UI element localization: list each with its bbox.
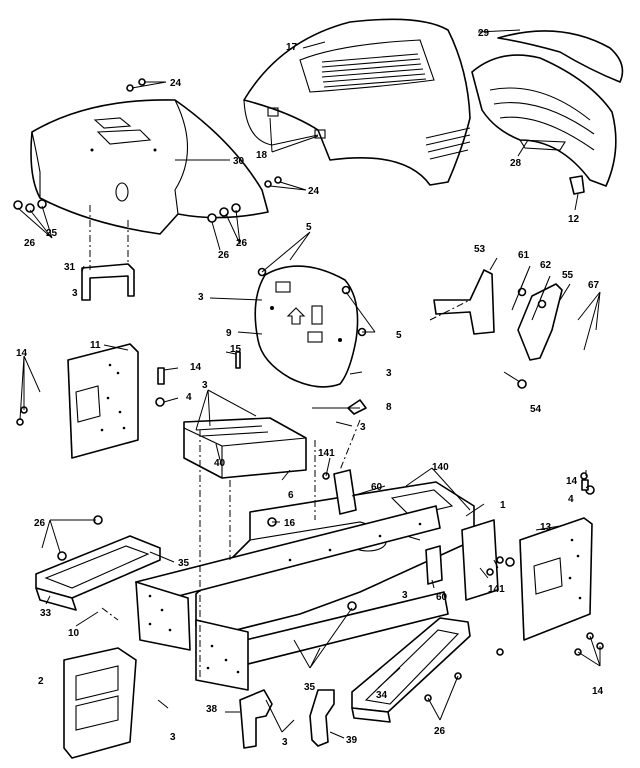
leader-lines: [17, 29, 601, 739]
panel-part-2: [63, 647, 137, 759]
hood-part-17: [243, 18, 471, 186]
plate-part-140: [333, 469, 499, 601]
callout-67: 67: [588, 280, 600, 291]
callout-38: 38: [206, 704, 218, 715]
callout-39: 39: [346, 735, 358, 746]
callout-34: 34: [376, 690, 388, 701]
side-panel-part-11: [67, 343, 139, 459]
callout-30: 30: [233, 156, 245, 167]
callout-3: 3: [72, 288, 78, 299]
callout-5-b: 5: [396, 330, 402, 341]
hardware: [13, 78, 604, 702]
callout-60: 60: [371, 482, 383, 493]
callout-3-g: 3: [282, 737, 288, 748]
callout-14-b: 14: [190, 362, 202, 373]
callout-6: 6: [288, 490, 294, 501]
callout-35: 35: [178, 558, 190, 569]
callout-26-b: 26: [218, 250, 230, 261]
frame-rail-right: [195, 591, 449, 691]
callout-26-c: 26: [236, 238, 248, 249]
callout-55: 55: [562, 270, 574, 281]
callout-35-b: 35: [304, 682, 316, 693]
callout-1: 1: [500, 500, 506, 511]
callout-14-c: 14: [566, 476, 578, 487]
dash-panel-part-9: [254, 265, 359, 388]
callout-8: 8: [386, 402, 392, 413]
callout-10: 10: [68, 628, 80, 639]
callout-40: 40: [214, 458, 226, 469]
callout-16: 16: [284, 518, 296, 529]
callout-4-b: 4: [568, 494, 574, 505]
callout-3-d: 3: [202, 380, 208, 391]
callout-12: 12: [568, 214, 580, 225]
callout-5: 5: [306, 222, 312, 233]
callout-18: 18: [256, 150, 268, 161]
callout-60-b: 60: [436, 592, 448, 603]
bracket-part-53: [433, 269, 495, 335]
callout-4: 4: [186, 392, 192, 403]
callout-13: 13: [540, 522, 552, 533]
callout-61: 61: [518, 250, 530, 261]
footrest-part-34: [351, 617, 471, 723]
callout-28: 28: [510, 158, 522, 169]
callout-2: 2: [38, 676, 44, 687]
rear-fender-part-30: [30, 99, 269, 235]
callout-17: 17: [286, 42, 298, 53]
callout-24: 24: [170, 78, 182, 89]
callout-14-d: 14: [592, 686, 604, 697]
callout-24-b: 24: [308, 186, 320, 197]
bracket-part-38: [239, 689, 273, 749]
fender-bracket-part-31: [81, 263, 135, 301]
bracket-part-55: [517, 283, 563, 361]
callout-3-f: 3: [170, 732, 176, 743]
callout-26: 26: [24, 238, 36, 249]
frame-rail-left: [135, 505, 441, 651]
battery-tray-part-6: [183, 417, 307, 479]
callout-labels: 24 30 17 18 29 28 12 24 26 25 26 26 5 5 …: [16, 28, 604, 748]
frame-holes: [148, 522, 422, 674]
callout-26-e: 26: [434, 726, 446, 737]
callout-141: 141: [318, 448, 335, 459]
callout-33: 33: [40, 608, 52, 619]
clip-part-12: [569, 175, 585, 195]
bracket-part-60: [425, 545, 443, 585]
callout-140: 140: [432, 462, 449, 473]
callout-15: 15: [230, 344, 242, 355]
callout-3-c: 3: [386, 368, 392, 379]
hood-trim-part-29: [497, 30, 624, 83]
callout-9: 9: [226, 328, 232, 339]
assembly-lines: [89, 205, 471, 680]
callout-62: 62: [540, 260, 552, 271]
side-panel-part-13: [519, 517, 593, 641]
callout-3-e: 3: [360, 422, 366, 433]
callout-14: 14: [16, 348, 28, 359]
callout-29: 29: [478, 28, 490, 39]
callout-3-h: 3: [402, 590, 408, 601]
callout-11: 11: [90, 340, 101, 351]
callout-31: 31: [64, 262, 76, 273]
footrest-part-33: [35, 535, 161, 611]
callout-141-b: 141: [488, 584, 505, 595]
callout-3-b: 3: [198, 292, 204, 303]
callout-54: 54: [530, 404, 542, 415]
bracket-part-39: [309, 689, 335, 747]
callout-26-d: 26: [34, 518, 46, 529]
callout-53: 53: [474, 244, 486, 255]
callout-25: 25: [46, 228, 58, 239]
grille-part-28: [471, 54, 617, 187]
